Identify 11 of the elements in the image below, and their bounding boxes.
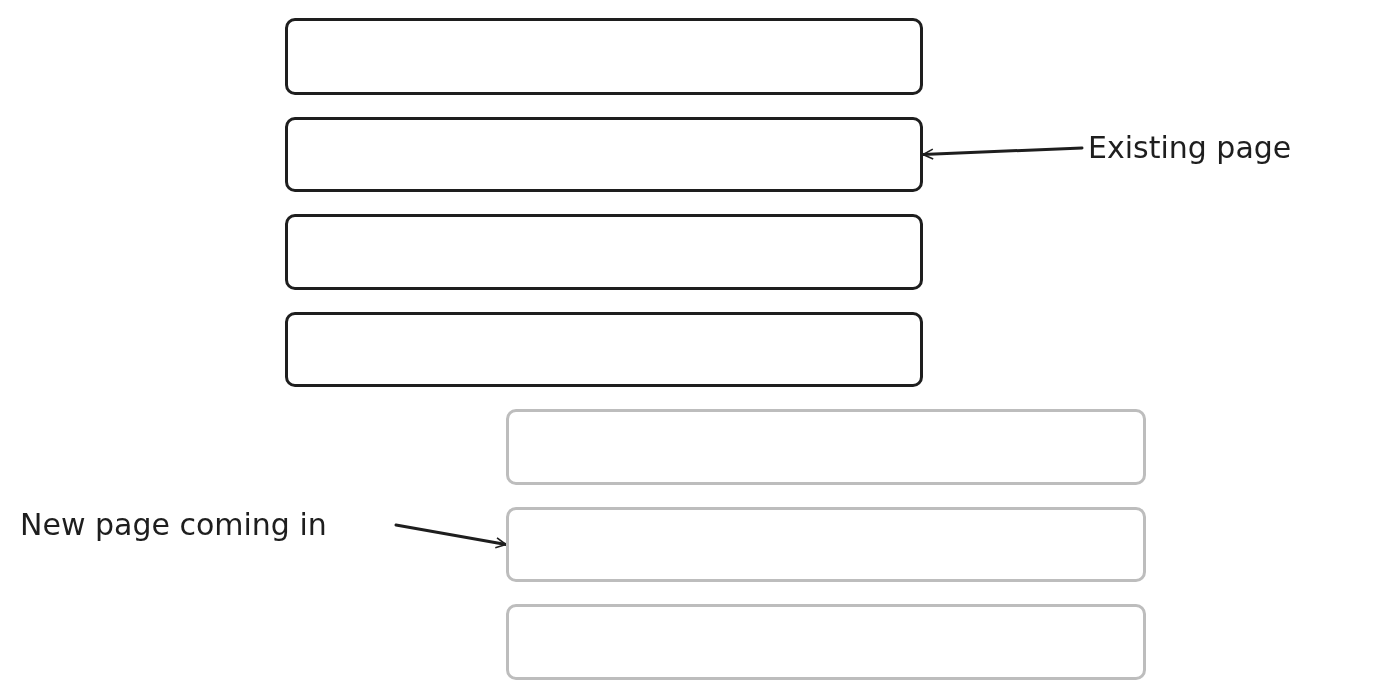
page-box [285, 312, 923, 387]
page-box [506, 604, 1146, 680]
page-box [285, 18, 923, 95]
arrow [921, 146, 1084, 160]
annotation-text: New page coming in [20, 506, 328, 544]
page-box [506, 409, 1146, 485]
arrow [394, 523, 508, 549]
page-box [506, 507, 1146, 582]
page-box [285, 214, 923, 290]
page-box [285, 117, 923, 192]
annotation-text: Existing page [1088, 129, 1293, 167]
